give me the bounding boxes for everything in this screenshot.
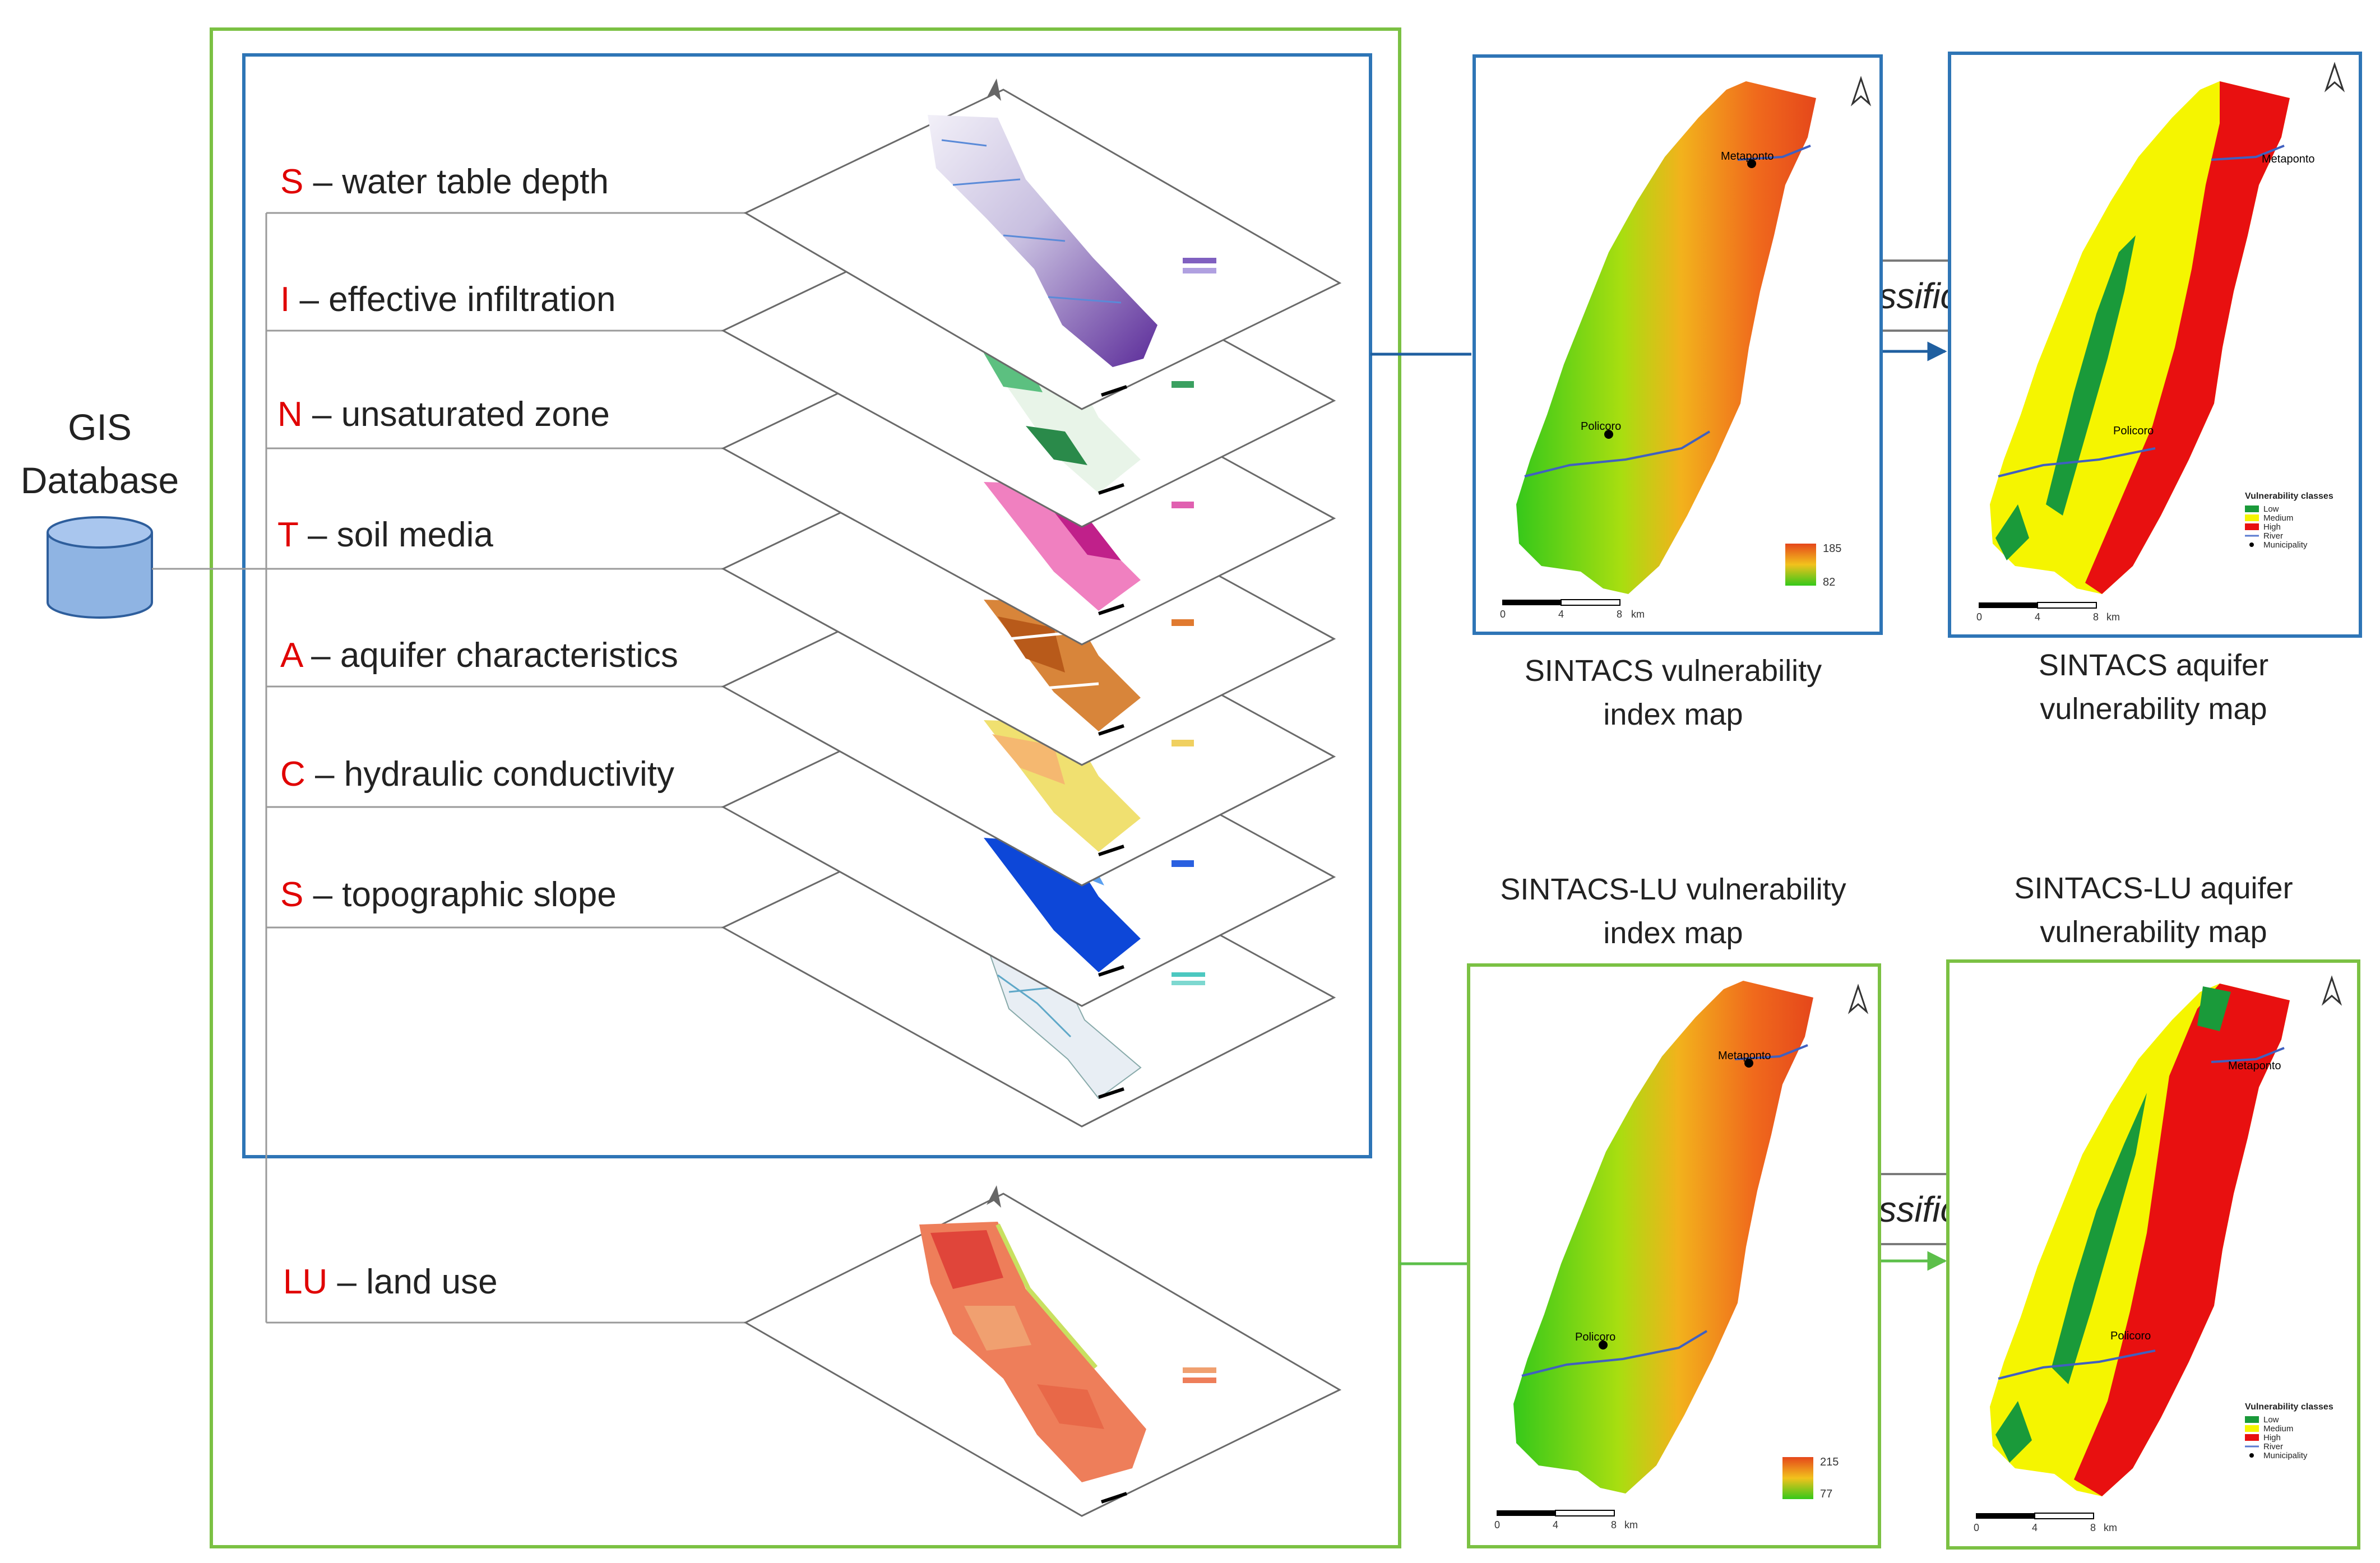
svg-text:8: 8 (2093, 611, 2099, 623)
north-arrow-icon-m4 (2321, 975, 2342, 1006)
map-sintacs-lu-index: Metaponto Policoro 215 77 0 4 8 km (1467, 963, 1881, 1548)
svg-text:High: High (2263, 522, 2281, 532)
svg-text:Vulnerability classes: Vulnerability classes (2245, 491, 2333, 501)
svg-text:4: 4 (2032, 1522, 2038, 1533)
scale-bar-m3: 0 4 8 km (1494, 1510, 1638, 1530)
legend-max-m3: 215 (1820, 1456, 1839, 1468)
svg-text:Municipality: Municipality (2263, 540, 2308, 550)
svg-text:Policoro: Policoro (1575, 1331, 1615, 1343)
outer-green-frame (210, 27, 1401, 1548)
factor-label-n: N – unsaturated zone (277, 395, 610, 434)
map-sintacs-index: Metaponto Policoro 185 82 0 4 8 km (1473, 54, 1883, 635)
svg-text:0: 0 (1974, 1522, 1979, 1533)
gis-database: GIS Database (21, 406, 179, 619)
scale-bar-m4: 0 4 8 km (1974, 1513, 2117, 1533)
svg-text:8: 8 (2090, 1522, 2096, 1533)
database-label-2: Database (21, 460, 179, 501)
inner-blue-frame (242, 53, 1372, 1158)
layer-connectors (152, 212, 746, 1324)
legend-max-m1: 185 (1823, 542, 1841, 555)
svg-text:8: 8 (1611, 1519, 1617, 1530)
town-marker-policoro: Policoro (1581, 420, 1621, 439)
svg-text:4: 4 (1558, 609, 1564, 620)
svg-text:Policoro: Policoro (2113, 425, 2154, 437)
legend-gradient-m1 (1785, 544, 1816, 586)
svg-text:River: River (2263, 531, 2283, 541)
map-title-lu-vuln-2: vulnerability map (2040, 915, 2267, 949)
svg-text:0: 0 (1976, 611, 1982, 623)
factor-label-i: I – effective infiltration (280, 280, 616, 319)
map-title-lu-index-1: SINTACS-LU vulnerability (1500, 873, 1846, 906)
north-arrow-icon-m2 (2324, 62, 2345, 92)
town-marker-metaponto-m3: Metaponto (1718, 1050, 1771, 1068)
database-cylinder-icon (47, 516, 153, 619)
map-title-sintacs-index-1: SINTACS vulnerability (1525, 654, 1822, 688)
town-marker-policoro-m4: Policoro (2110, 1330, 2151, 1342)
svg-text:km: km (2104, 1522, 2117, 1533)
svg-text:Low: Low (2263, 1415, 2279, 1425)
factor-label-c: C – hydraulic conductivity (280, 755, 674, 794)
town-marker-metaponto-m2: Metaponto (2262, 153, 2315, 165)
scale-bar-m2: 0 4 8 km (1976, 602, 2120, 623)
svg-text:km: km (2106, 611, 2120, 623)
svg-text:Metaponto: Metaponto (2262, 153, 2315, 165)
svg-text:km: km (1631, 609, 1645, 620)
vulnerability-legend-m4: Vulnerability classes Low Medium High Ri… (2245, 1402, 2333, 1460)
legend-min-m1: 82 (1823, 576, 1835, 588)
north-arrow-icon-m1 (1850, 76, 1872, 106)
map-title-sintacs-index-2: index map (1603, 698, 1743, 731)
svg-text:Metaponto: Metaponto (1718, 1050, 1771, 1062)
legend-min-m3: 77 (1820, 1488, 1832, 1500)
layer-stack (721, 78, 1342, 1517)
svg-text:Low: Low (2263, 504, 2279, 514)
factor-label-s1: S – water table depth (280, 163, 609, 201)
svg-text:Policoro: Policoro (1581, 420, 1621, 433)
town-marker-metaponto-m4: Metaponto (2228, 1060, 2281, 1072)
factor-label-lu: LU – land use (283, 1263, 498, 1301)
layer-sheet-land-use (743, 1185, 1342, 1517)
map-title-lu-vuln-1: SINTACS-LU aquifer (2014, 871, 2293, 905)
factor-label-t: T – soil media (277, 516, 493, 554)
svg-text:Policoro: Policoro (2110, 1330, 2151, 1342)
svg-text:River: River (2263, 1442, 2283, 1451)
map-title-lu-index-2: index map (1603, 916, 1743, 950)
factor-label-a: A – aquifer characteristics (280, 636, 678, 675)
svg-text:km: km (1624, 1519, 1638, 1530)
town-marker-metaponto: Metaponto (1721, 150, 1774, 168)
town-marker-policoro-m3: Policoro (1575, 1331, 1615, 1349)
svg-text:High: High (2263, 1433, 2281, 1443)
legend-gradient-m3 (1782, 1457, 1813, 1499)
svg-text:Municipality: Municipality (2263, 1451, 2308, 1460)
vulnerability-legend-m2: Vulnerability classes Low Medium High Ri… (2245, 491, 2333, 550)
svg-text:Metaponto: Metaponto (2228, 1060, 2281, 1072)
svg-text:Medium: Medium (2263, 1424, 2293, 1434)
factor-label-s2: S – topographic slope (280, 875, 617, 914)
scale-bar-m1: 0 4 8 km (1500, 599, 1645, 620)
north-arrow-icon (987, 78, 1001, 101)
database-label-1: GIS (68, 406, 132, 448)
svg-text:Vulnerability classes: Vulnerability classes (2245, 1402, 2333, 1412)
layer-sheet-water-table (743, 78, 1342, 410)
town-marker-policoro-m2: Policoro (2113, 425, 2154, 437)
north-arrow-icon-2 (987, 1185, 1001, 1208)
svg-text:0: 0 (1500, 609, 1506, 620)
north-arrow-icon-m3 (1847, 984, 1869, 1014)
svg-text:4: 4 (2035, 611, 2040, 623)
svg-text:Medium: Medium (2263, 513, 2293, 523)
map-title-sintacs-vuln-1: SINTACS aquifer (2039, 648, 2268, 682)
svg-text:4: 4 (1553, 1519, 1558, 1530)
map-sintacs-lu-vulnerability: Metaponto Policoro Vulnerability classes… (1946, 959, 2360, 1550)
svg-text:8: 8 (1617, 609, 1622, 620)
svg-text:0: 0 (1494, 1519, 1500, 1530)
map-sintacs-vulnerability: Metaponto Policoro Vulnerability classes… (1948, 52, 2362, 638)
svg-text:Metaponto: Metaponto (1721, 150, 1774, 163)
map-title-sintacs-vuln-2: vulnerability map (2040, 692, 2267, 726)
